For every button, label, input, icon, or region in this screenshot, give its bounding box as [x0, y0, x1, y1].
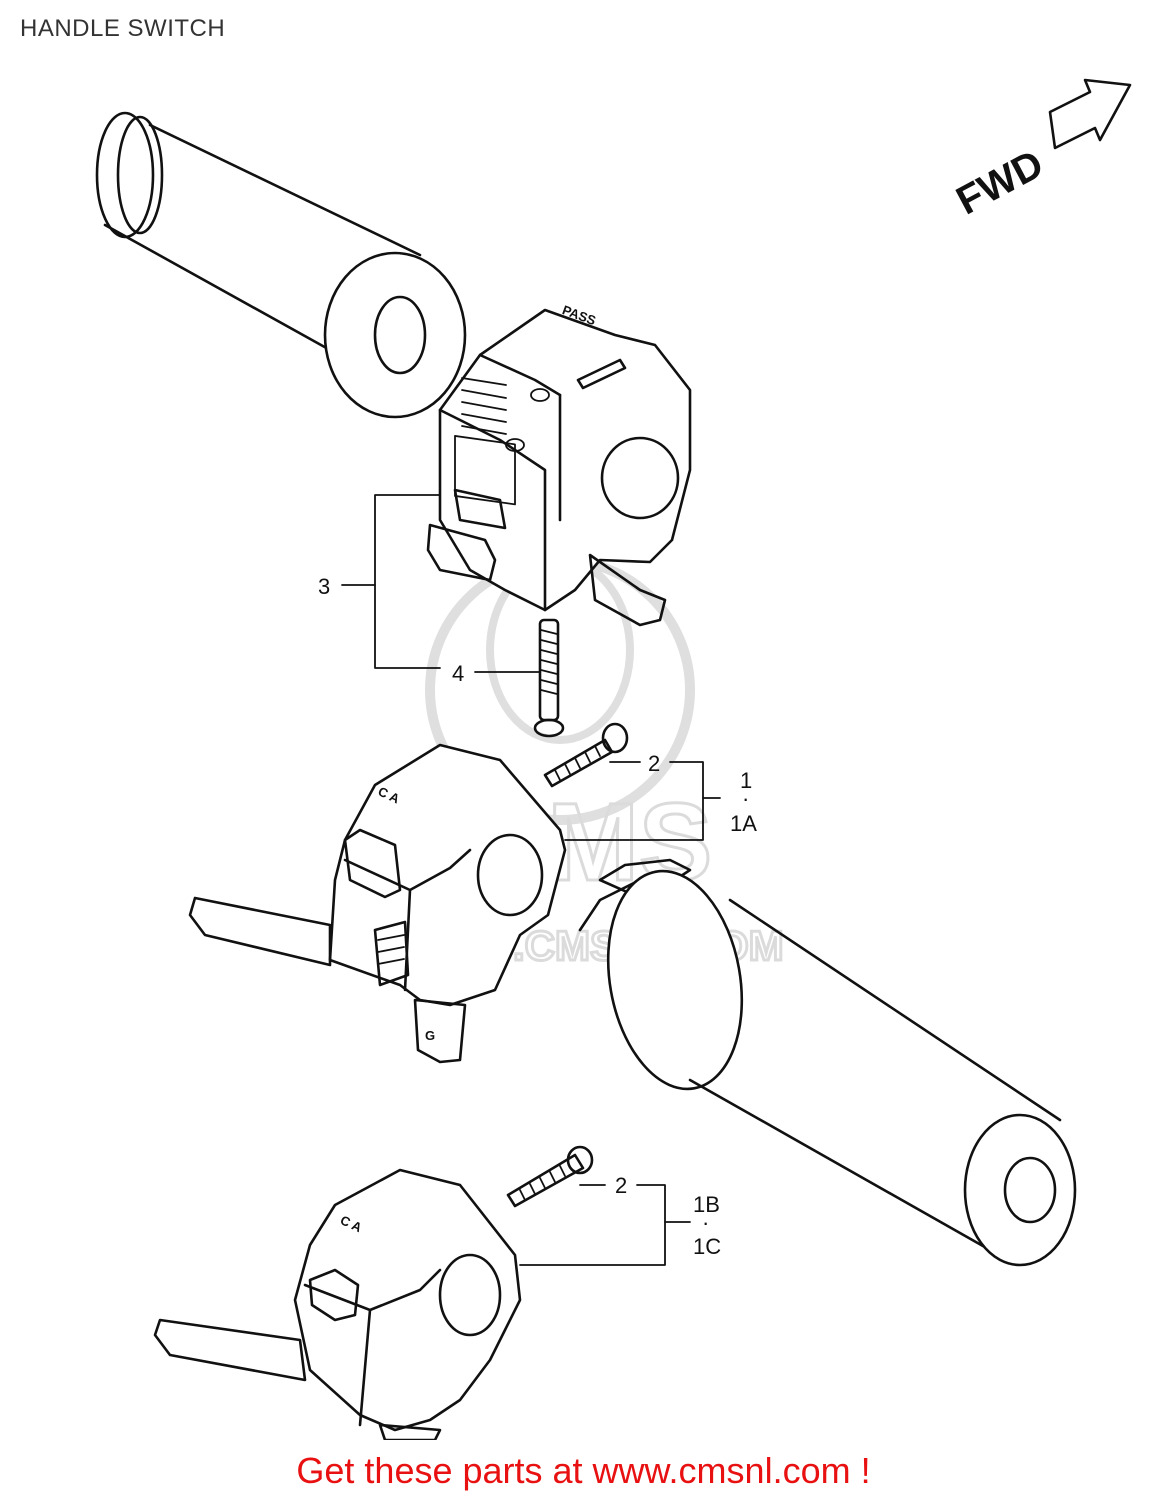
separator-dot-2: ·	[702, 1210, 709, 1235]
switch-housing-lower: C A	[153, 1168, 522, 1440]
fwd-arrow-icon	[1048, 78, 1132, 150]
lever-letter: G	[425, 1028, 435, 1043]
separator-dot-1: ·	[742, 786, 749, 811]
fwd-label: FWD	[949, 142, 1050, 224]
callout-2-upper: 2	[648, 751, 660, 776]
switch-assembly-upper: PASS	[426, 302, 692, 627]
callout-1: 1	[740, 768, 752, 793]
grip-left-top	[95, 111, 467, 419]
screw-part-2-lower	[506, 1145, 594, 1208]
grip-right-throttle	[578, 858, 1077, 1267]
callout-leaders	[341, 494, 721, 1266]
callout-1c: 1C	[693, 1234, 721, 1259]
callout-1b: 1B	[693, 1192, 720, 1217]
callout-2-lower: 2	[615, 1173, 627, 1198]
footer-link-text[interactable]: Get these parts at www.cmsnl.com !	[296, 1450, 871, 1491]
screw-part-2-upper	[543, 722, 629, 788]
callout-1a: 1A	[730, 811, 757, 836]
screw-part-4	[533, 618, 565, 738]
fwd-direction-arrow: FWD	[949, 78, 1132, 224]
page-title: HANDLE SWITCH	[20, 15, 226, 42]
callout-3: 3	[318, 574, 330, 599]
switch-housing-middle: C A G	[188, 743, 567, 1064]
parts-diagram: CMS WWW.CMSNL.COM FWD PASS	[95, 78, 1132, 1440]
callout-4: 4	[452, 661, 464, 686]
